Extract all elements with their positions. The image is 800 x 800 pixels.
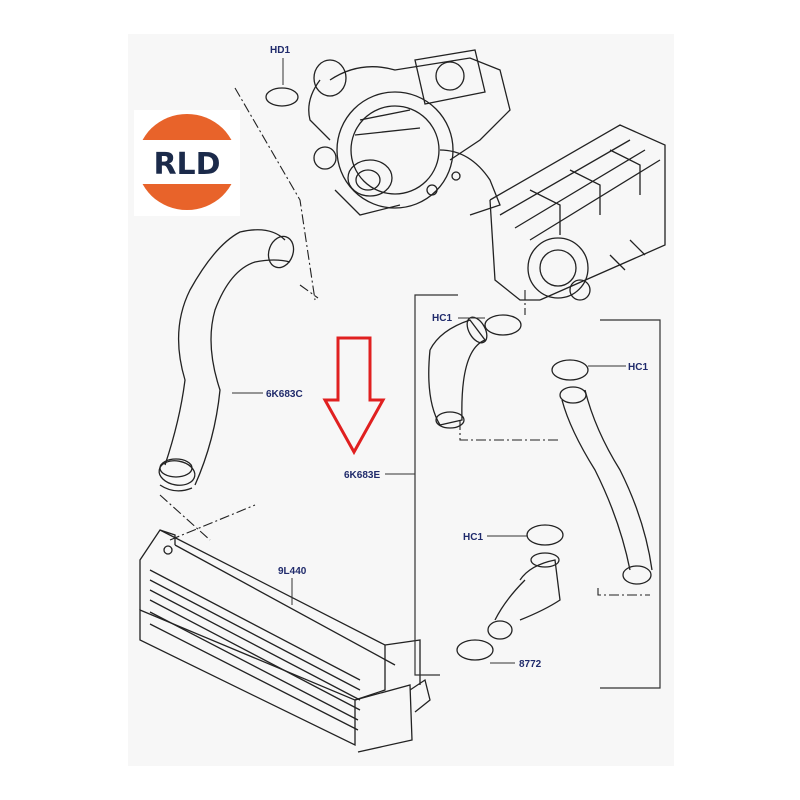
hose-6k683e-group (428, 316, 653, 640)
clamp-lower-drawing (159, 458, 193, 478)
callout-6k683e: 6K683E (344, 470, 380, 481)
callout-9l440: 9L440 (278, 566, 307, 577)
intake-manifold-drawing (489, 124, 666, 301)
assembly-lines (159, 87, 650, 596)
callout-hc1-right: HC1 (628, 362, 648, 373)
turbocharger-drawing (308, 49, 511, 216)
callout-hc1-top: HC1 (432, 313, 452, 324)
clamp-hc1-top-drawing (484, 314, 522, 336)
callout-8772: 8772 (519, 659, 542, 670)
callout-hc1-mid: HC1 (463, 532, 483, 543)
logo-text: RLD (153, 147, 220, 182)
callout-hd1: HD1 (270, 45, 290, 56)
red-arrow (322, 336, 386, 456)
hose-6k683c (158, 229, 295, 492)
callout-6k683c: 6K683C (266, 389, 303, 400)
clamp-hc1-right-drawing (551, 359, 589, 381)
clamp-hc1-mid-drawing (526, 524, 564, 546)
leader-lines (232, 58, 626, 664)
rld-logo: RLD (134, 110, 240, 216)
group-bracket (414, 294, 661, 689)
clamp-8772-drawing (456, 639, 494, 661)
clamp-hd1-drawing (265, 87, 299, 107)
intercooler-drawing (139, 529, 431, 753)
